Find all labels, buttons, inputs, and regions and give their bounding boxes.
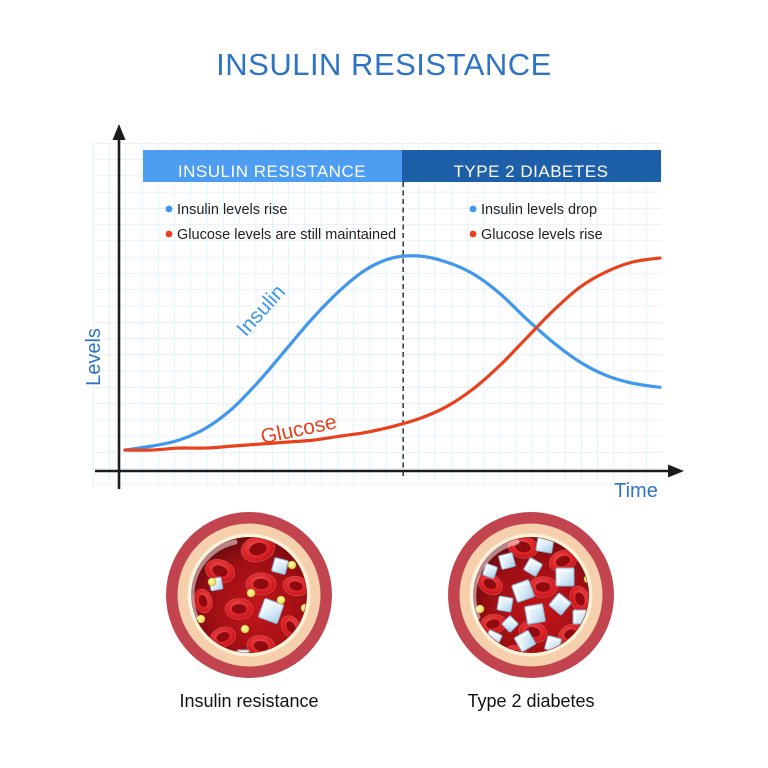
sugar-cube [482,563,498,579]
insulin-dot [240,624,250,634]
legend-left: Insulin levels rise Glucose levels are s… [165,202,396,243]
phase2-label: TYPE 2 DIABETES [454,162,609,181]
blood-vessel-type2-diabetes [448,512,614,678]
red-blood-cell [282,575,307,597]
insulin-dot [246,588,256,598]
sugar-cube [555,567,575,587]
legend-bullet-icon [469,205,477,213]
phase-header-bars: INSULIN RESISTANCE TYPE 2 DIABETES [143,150,661,182]
axes [95,124,684,489]
legend-right: Insulin levels drop Glucose levels rise [469,202,603,243]
sugar-cube [498,552,516,570]
red-blood-cell [193,588,213,614]
sugar-cube [496,595,514,613]
sugar-cube [524,603,546,625]
sugar-cube [523,557,543,577]
sugar-cube [511,579,535,603]
y-axis-arrow-icon [112,124,126,140]
legend-bullet-icon [165,205,173,213]
legend-right-item-2: Glucose levels rise [481,227,603,243]
legend-bullet-icon [165,230,173,238]
vessel-caption-insulin-resistance: Insulin resistance [179,691,319,711]
sugar-cube [514,630,536,652]
page-title: INSULIN RESISTANCE [216,47,552,82]
gloss-highlight [189,539,238,620]
insulin-dot [207,577,217,587]
phase2-bar [402,150,661,182]
vessel-caption-type2-diabetes: Type 2 diabetes [467,691,595,711]
insulin-glucose-chart: INSULIN RESISTANCE TYPE 2 DIABETES Insul… [83,124,684,502]
insulin-dot [276,595,286,605]
sugar-cube [501,615,519,633]
phase1-bar [143,150,402,182]
sugar-cube [258,598,284,624]
chart-grid [93,143,662,485]
legend-left-item-2: Glucose levels are still maintained [177,227,396,243]
sugar-cube [271,557,289,575]
blood-vessel-insulin-resistance [166,512,332,678]
red-blood-cell [224,598,254,620]
red-blood-cell [528,576,558,598]
red-blood-cell [477,573,503,595]
red-blood-cell [240,537,276,563]
insulin-dot [287,560,297,570]
y-axis-label: Levels [83,328,105,386]
sugar-cube [548,592,572,616]
x-axis-arrow-icon [668,464,684,478]
x-axis-label: Time [614,480,658,502]
legend-left-item-1: Insulin levels rise [177,202,287,218]
legend-bullet-icon [469,230,477,238]
gloss-highlight [471,539,520,620]
insulin-curve [123,254,662,452]
legend-right-item-1: Insulin levels drop [481,202,597,218]
vessel-content-layer [475,537,589,653]
phase1-label: INSULIN RESISTANCE [178,162,366,181]
glucose-curve [123,256,662,452]
